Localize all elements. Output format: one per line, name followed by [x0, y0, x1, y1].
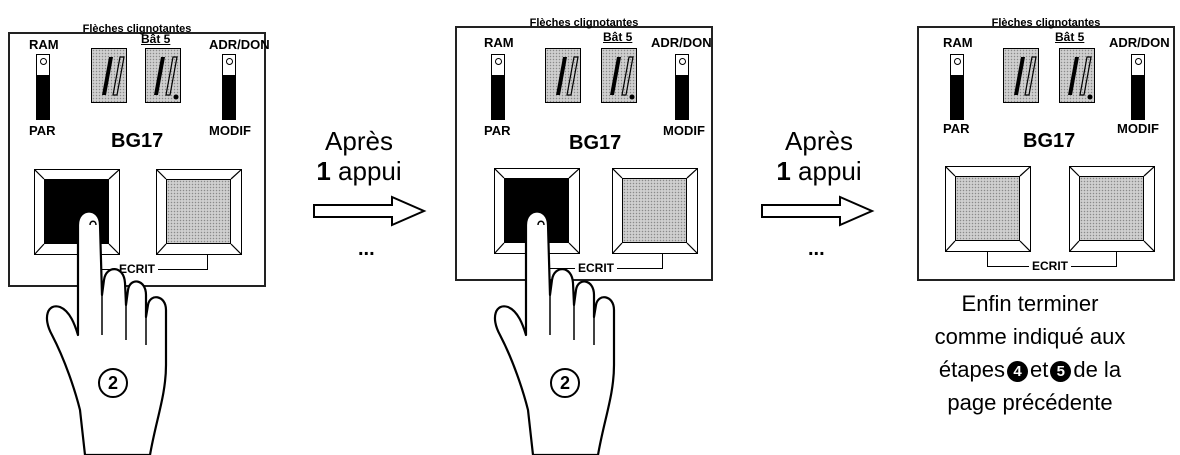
transition-2: Après 1 appui — [760, 126, 878, 186]
bat-label: Bât 5 — [141, 32, 171, 46]
panel-header: Flèches clignotantes — [82, 23, 192, 35]
step-2-marker: 2 — [550, 368, 580, 398]
ram-par-switch[interactable] — [36, 54, 50, 120]
write-button-left[interactable] — [945, 166, 1031, 252]
ellipsis: ... — [808, 238, 825, 260]
model-label: BG17 — [1023, 130, 1076, 152]
adr-don-switch[interactable] — [675, 54, 689, 120]
panel-header: Flèches clignotantes — [529, 17, 639, 29]
bat-label: Bât 5 — [603, 30, 633, 44]
par-label: PAR — [484, 123, 511, 138]
bg17-panel-3: Flèches clignotantes RAM PAR Bât 5 ADR/D… — [917, 17, 1175, 281]
pointing-hand-icon — [45, 210, 168, 455]
ram-par-switch[interactable] — [491, 54, 505, 120]
adr-don-switch[interactable] — [1131, 54, 1145, 120]
pointing-hand-icon — [493, 210, 616, 455]
ram-label: RAM — [484, 35, 514, 50]
write-button-right[interactable] — [1069, 166, 1155, 252]
ellipsis: ... — [358, 238, 375, 260]
ram-label: RAM — [943, 35, 973, 50]
adr-don-label: ADR/DON — [651, 35, 712, 50]
ecrit-label: ECRIT — [575, 261, 617, 275]
steps-word: étapes — [938, 357, 1005, 382]
adr-don-label: ADR/DON — [209, 37, 270, 52]
transition-1: Après 1 appui — [300, 126, 418, 186]
modif-label: MODIF — [1117, 121, 1159, 136]
modif-label: MODIF — [209, 123, 251, 138]
digit-display-right — [1059, 48, 1095, 103]
press-word: appui — [798, 156, 862, 186]
modif-label: MODIF — [663, 123, 705, 138]
digit-display-left — [1003, 48, 1039, 103]
write-button-right[interactable] — [612, 168, 698, 254]
step-5-icon: 5 — [1050, 360, 1072, 382]
final-line-2: comme indiqué aux — [934, 324, 1126, 349]
write-button-right[interactable] — [156, 169, 242, 255]
right-arrow-icon — [761, 195, 875, 227]
digit-display-left — [91, 48, 127, 103]
right-arrow-icon — [313, 195, 427, 227]
after-label: Après — [785, 126, 853, 156]
press-count: 1 — [316, 156, 331, 186]
ram-label: RAM — [29, 37, 59, 52]
final-line-4: page précédente — [947, 390, 1113, 415]
ecrit-label: ECRIT — [1029, 259, 1071, 273]
ram-par-switch[interactable] — [950, 54, 964, 120]
bat-label: Bât 5 — [1055, 30, 1085, 44]
press-count: 1 — [776, 156, 791, 186]
press-word: appui — [338, 156, 402, 186]
and-word: et — [1029, 357, 1049, 382]
adr-don-label: ADR/DON — [1109, 35, 1170, 50]
digit-display-right — [601, 48, 637, 103]
step-4-icon: 4 — [1006, 360, 1028, 382]
of-the-word: de la — [1073, 357, 1122, 382]
model-label: BG17 — [569, 132, 622, 154]
after-label: Après — [325, 126, 393, 156]
digit-display-right — [145, 48, 181, 103]
par-label: PAR — [29, 123, 56, 138]
ecrit-label: ECRIT — [116, 262, 158, 276]
model-label: BG17 — [111, 130, 164, 152]
panel-header: Flèches clignotantes — [991, 17, 1101, 29]
digit-display-left — [545, 48, 581, 103]
final-line-1: Enfin terminer — [961, 291, 1099, 316]
step-2-marker: 2 — [98, 368, 128, 398]
adr-don-switch[interactable] — [222, 54, 236, 120]
par-label: PAR — [943, 121, 970, 136]
